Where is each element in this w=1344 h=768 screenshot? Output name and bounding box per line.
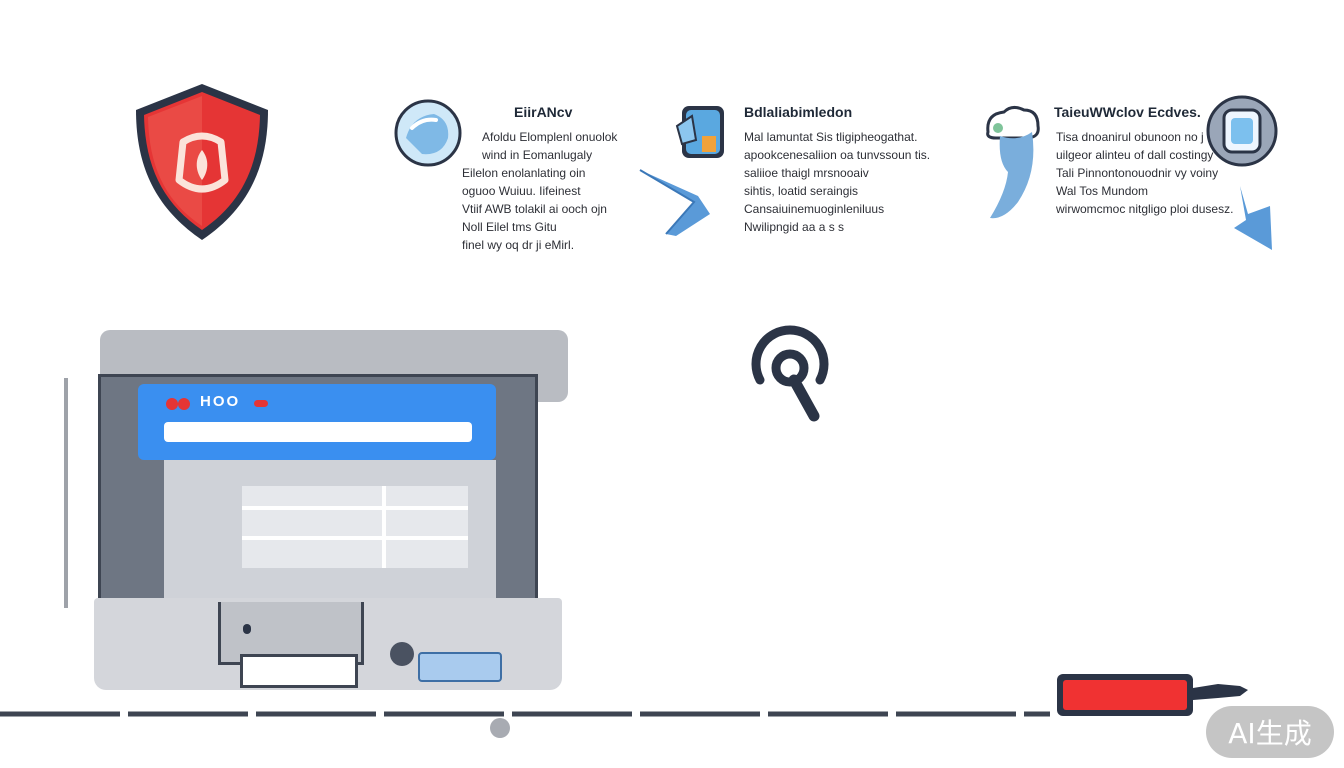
description-line: Afoldu Elomplenl onuolok [482, 130, 618, 144]
description-line: wind in Eomanlugaly [482, 148, 593, 162]
ai-watermark: AI生成 [1206, 706, 1334, 758]
arrow-icon [639, 169, 710, 236]
description-line: Vtiif AWB tolakil ai ooch ojn [462, 202, 607, 216]
feature-description: Afoldu Elomplenl onuolok wind in Eomanlu… [462, 128, 617, 254]
shield-icon [136, 84, 268, 240]
drive-tray [240, 654, 358, 688]
table-divider [242, 506, 468, 510]
machine-edge-line [64, 378, 68, 608]
table-divider [242, 536, 468, 540]
cloud-icon [986, 105, 1040, 219]
description-line: saliioe thaigl mrsnooaiv [744, 166, 869, 180]
description-line: Tisa dnoanirul obunoon no j [1056, 130, 1204, 144]
data-table [242, 486, 468, 568]
description-line: wirwomcmoc nitgligo ploi dusesz. [1056, 202, 1234, 216]
description-line: Eilelon enolanlating oin [462, 166, 586, 180]
description-line: oguoo Wuiuu. Iifeinest [462, 184, 581, 198]
description-line: Tali Pinnontonouodnir vy voiny [1056, 166, 1219, 180]
feature-title: TaieuWWclov Ecdves. [1054, 104, 1201, 120]
cable-line [0, 711, 1050, 738]
feature-title: EiirANcv [514, 104, 573, 120]
description-line: Noll Eilel tms Gitu [462, 220, 557, 234]
description-line: apookcenesaliion oa tunvssoun tis. [744, 148, 931, 162]
browser-header: HOO [138, 384, 496, 460]
description-line: uilgeor alinteu of dall costingy [1056, 148, 1214, 162]
bubble-icon [394, 99, 462, 167]
description-line: Cansaiuinemuoginleniluus [744, 202, 885, 216]
power-knob [390, 642, 414, 666]
machine-illustration: HOO [60, 326, 580, 706]
description-line: finel wy oq dr ji eMirl. [462, 238, 575, 252]
description-line: sihtis, loatid seraingis [744, 184, 859, 198]
tablet-icon [675, 106, 724, 158]
network-card [418, 652, 502, 682]
address-text: HOO [200, 393, 241, 410]
address-bar[interactable] [164, 422, 472, 442]
description-line: Wal Tos Mundom [1056, 184, 1149, 198]
search-icon [751, 325, 829, 422]
device-icon [1206, 95, 1278, 167]
close-dot [166, 398, 178, 410]
minimize-dot [178, 398, 190, 410]
arrow-down-icon [1234, 186, 1272, 250]
lock-hole [243, 624, 251, 634]
status-bar-icon [1057, 674, 1248, 716]
table-divider [382, 486, 386, 568]
feature-description: Mal lamuntat Sis tligipheogathat. apookc… [744, 128, 930, 236]
maximize-dot [254, 400, 268, 407]
description-line: Mal lamuntat Sis tligipheogathat. [744, 130, 918, 144]
feature-title: Bdlaliabimledon [744, 104, 853, 120]
feature-description: Tisa dnoanirul obunoon no j uilgeor alin… [1056, 128, 1233, 218]
description-line: Nwilipngid aa a s s [744, 220, 845, 234]
